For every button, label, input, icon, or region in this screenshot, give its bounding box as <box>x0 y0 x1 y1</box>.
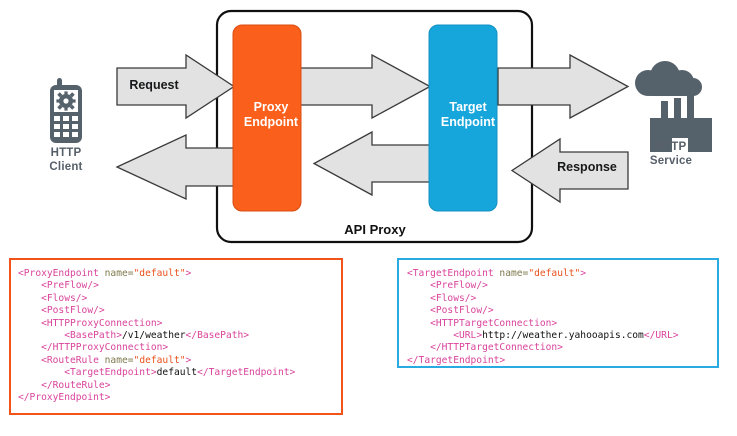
code-line: <PostFlow/> <box>41 305 105 317</box>
code-line: <URL>http://weather.yahooapis.com</URL> <box>453 330 679 342</box>
http-service-label: HTTP Service <box>649 141 693 167</box>
proxy-to-client-arrow <box>115 133 235 201</box>
code-line: <HTTPProxyConnection> <box>41 317 163 329</box>
target-to-service-arrow <box>497 53 630 120</box>
api-proxy-label: API Proxy <box>344 222 406 237</box>
target-endpoint-config-block[interactable]: <TargetEndpoint name="default"> <PreFlow… <box>397 258 719 368</box>
proxy-to-target-arrow <box>299 53 432 120</box>
http-client-label: HTTP Client <box>49 147 83 173</box>
proxy-endpoint-box[interactable] <box>232 24 302 212</box>
code-line: </ProxyEndpoint> <box>18 392 111 404</box>
code-line: <Flows/> <box>430 292 477 304</box>
code-line: <HTTPTargetConnection> <box>430 317 558 329</box>
code-line: <Flows/> <box>41 292 88 304</box>
proxy-endpoint-config-block[interactable]: <ProxyEndpoint name="default"> <PreFlow/… <box>9 258 343 415</box>
code-line: <TargetEndpoint>default</TargetEndpoint> <box>64 367 296 379</box>
api-proxy-diagram: Request Response Proxy Endpoint Target E… <box>49 9 712 244</box>
code-line: </HTTPProxyConnection> <box>41 342 169 354</box>
code-line: </TargetEndpoint> <box>407 354 506 366</box>
mobile-phone-icon <box>50 78 82 143</box>
proxy-endpoint-label: Proxy Endpoint <box>243 100 299 129</box>
cloud-factory-icon <box>635 61 712 152</box>
code-line: <PreFlow/> <box>41 280 99 292</box>
code-line: <PostFlow/> <box>430 305 494 317</box>
response-arrow <box>510 137 629 204</box>
request-arrow <box>116 53 236 120</box>
target-to-proxy-arrow <box>312 130 431 197</box>
code-line: <RouteRule name="default"> <box>41 354 192 366</box>
target-endpoint-label: Target Endpoint <box>440 100 496 129</box>
target-endpoint-box[interactable] <box>428 24 498 212</box>
code-line: </RouteRule> <box>41 379 111 391</box>
code-line: <PreFlow/> <box>430 280 488 292</box>
response-arrow-label: Response <box>557 160 617 174</box>
request-arrow-label: Request <box>129 78 179 92</box>
code-line: <TargetEndpoint name="default"> <box>407 268 587 279</box>
code-line: </HTTPTargetConnection> <box>430 342 563 354</box>
code-line: <BasePath>/v1/weather</BasePath> <box>64 330 250 342</box>
code-line: <ProxyEndpoint name="default"> <box>18 268 192 279</box>
